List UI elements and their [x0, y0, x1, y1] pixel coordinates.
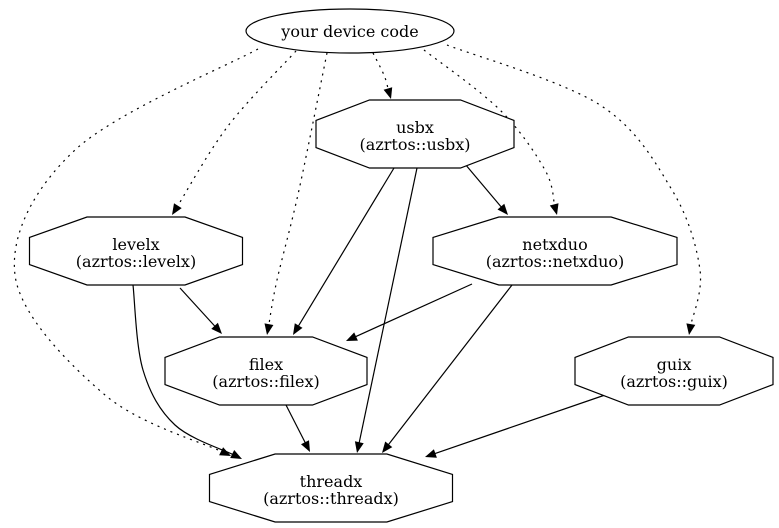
edge-line-filex-threadx — [285, 404, 307, 445]
edge-line-guix-threadx — [433, 394, 606, 455]
arrowhead-device-usbx — [383, 87, 393, 99]
edge-device-levelx — [172, 50, 297, 215]
edge-line-levelx-filex — [179, 287, 217, 328]
edge-line-usbx-filex — [297, 167, 395, 328]
node-threadx-shape — [208, 453, 454, 523]
edge-device-filex — [264, 52, 328, 335]
arrowhead-device-levelx — [172, 203, 182, 215]
node-guix-shape — [574, 336, 774, 406]
edge-layer — [13, 44, 702, 459]
node-filex-shape — [164, 336, 368, 406]
node-levelx-shape — [28, 216, 244, 286]
node-filex-sublabel: (azrtos::filex) — [212, 372, 319, 391]
node-levelx-label: levelx — [112, 235, 159, 254]
arrowhead-netxduo-filex — [346, 332, 358, 341]
node-netxduo-sublabel: (azrtos::netxduo) — [486, 252, 625, 271]
edge-usbx-threadx — [354, 167, 418, 453]
arrowhead-usbx-filex — [293, 323, 303, 335]
edge-guix-threadx — [425, 394, 606, 458]
node-device-label: your device code — [280, 22, 418, 41]
edge-line-device-threadx — [13, 48, 259, 453]
arrowhead-usbx-netxduo — [497, 203, 508, 215]
node-filex-label: filex — [249, 355, 283, 374]
edge-usbx-filex — [293, 167, 395, 335]
edge-line-netxduo-filex — [353, 283, 473, 338]
node-threadx-label: threadx — [300, 472, 363, 491]
edge-netxduo-filex — [346, 283, 473, 341]
node-guix-sublabel: (azrtos::guix) — [620, 372, 728, 391]
arrowhead-filex-threadx — [301, 440, 310, 452]
node-levelx: levelx(azrtos::levelx) — [28, 216, 244, 286]
arrowhead-usbx-threadx — [354, 441, 364, 453]
edge-line-netxduo-threadx — [387, 284, 513, 447]
arrowhead-device-guix — [686, 323, 696, 335]
edge-levelx-threadx — [132, 284, 242, 459]
edge-device-netxduo — [423, 49, 559, 215]
node-netxduo-shape — [432, 216, 678, 286]
arrowhead-device-filex — [264, 323, 274, 335]
edge-device-usbx — [372, 52, 393, 99]
node-guix-label: guix — [657, 355, 692, 374]
node-threadx: threadx(azrtos::threadx) — [208, 453, 454, 523]
node-device: your device code — [245, 8, 455, 54]
edge-usbx-netxduo — [464, 163, 508, 215]
edge-line-usbx-threadx — [358, 167, 418, 445]
edge-line-device-usbx — [372, 52, 390, 91]
edge-line-device-filex — [268, 52, 328, 327]
node-guix: guix(azrtos::guix) — [574, 336, 774, 406]
arrowhead-netxduo-threadx — [382, 441, 393, 453]
node-usbx: usbx(azrtos::usbx) — [315, 99, 515, 169]
node-filex: filex(azrtos::filex) — [164, 336, 368, 406]
edge-levelx-filex — [179, 287, 222, 334]
node-threadx-sublabel: (azrtos::threadx) — [263, 489, 399, 508]
arrowhead-guix-threadx — [425, 449, 437, 458]
edge-line-device-levelx — [176, 50, 297, 208]
node-netxduo-label: netxduo — [522, 235, 587, 254]
node-usbx-sublabel: (azrtos::usbx) — [360, 135, 471, 154]
node-device-shape — [245, 8, 455, 54]
node-usbx-label: usbx — [396, 118, 434, 137]
edge-line-usbx-netxduo — [464, 163, 503, 209]
edge-line-levelx-threadx — [132, 284, 235, 456]
node-netxduo: netxduo(azrtos::netxduo) — [432, 216, 678, 286]
edge-netxduo-threadx — [382, 284, 513, 453]
node-levelx-sublabel: (azrtos::levelx) — [76, 252, 196, 271]
edge-filex-threadx — [285, 404, 310, 452]
arrowhead-device-netxduo — [549, 203, 559, 215]
edge-device-guix — [446, 44, 702, 335]
arrowhead-levelx-threadx — [230, 450, 242, 459]
node-layer: your device codeusbx(azrtos::usbx)levelx… — [28, 8, 774, 523]
node-usbx-shape — [315, 99, 515, 169]
arrowhead-levelx-filex — [211, 322, 222, 334]
